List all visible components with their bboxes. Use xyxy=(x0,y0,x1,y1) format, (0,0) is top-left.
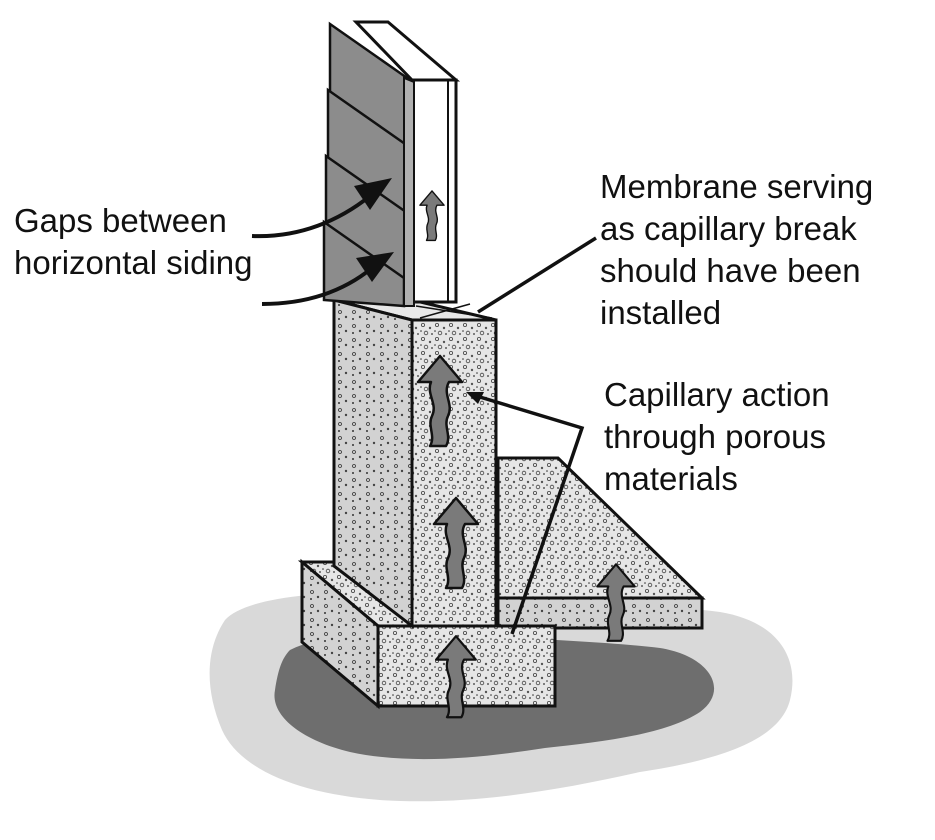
capillary-label: Capillary action through porous material… xyxy=(604,374,830,500)
gaps-label: Gaps between horizontal siding xyxy=(14,200,252,284)
capillary-label-line-3: materials xyxy=(604,460,738,497)
gaps-label-line-1: Gaps between xyxy=(14,202,227,239)
membrane-label-line-1: Membrane serving xyxy=(600,168,874,205)
siding-edge xyxy=(403,76,415,307)
membrane-gap-hatch xyxy=(415,305,493,319)
capillary-label-line-2: through porous xyxy=(604,418,826,455)
gaps-label-line-2: horizontal siding xyxy=(14,244,253,281)
membrane-label-line-2: as capillary break xyxy=(600,210,857,247)
footing-slab-front xyxy=(496,596,704,630)
gaps-pointer-lower-head xyxy=(356,252,394,282)
capillary-label-line-1: Capillary action xyxy=(604,376,830,413)
membrane-pointer xyxy=(477,236,597,314)
membrane-gap-hatch-2 xyxy=(419,303,471,319)
membrane-label-line-4: installed xyxy=(600,294,722,331)
capillary-pointer xyxy=(469,392,585,635)
footing-front xyxy=(376,624,557,708)
membrane-label-line-3: should have been xyxy=(600,252,861,289)
stud-front xyxy=(410,78,458,304)
gaps-pointer-lower xyxy=(261,266,374,306)
capillary-pointer-head xyxy=(466,392,484,404)
siding xyxy=(322,21,415,308)
membrane-label: Membrane serving as capillary break shou… xyxy=(600,166,873,334)
gaps-pointer-upper xyxy=(251,194,372,239)
gaps-pointer-upper-head xyxy=(354,178,392,210)
